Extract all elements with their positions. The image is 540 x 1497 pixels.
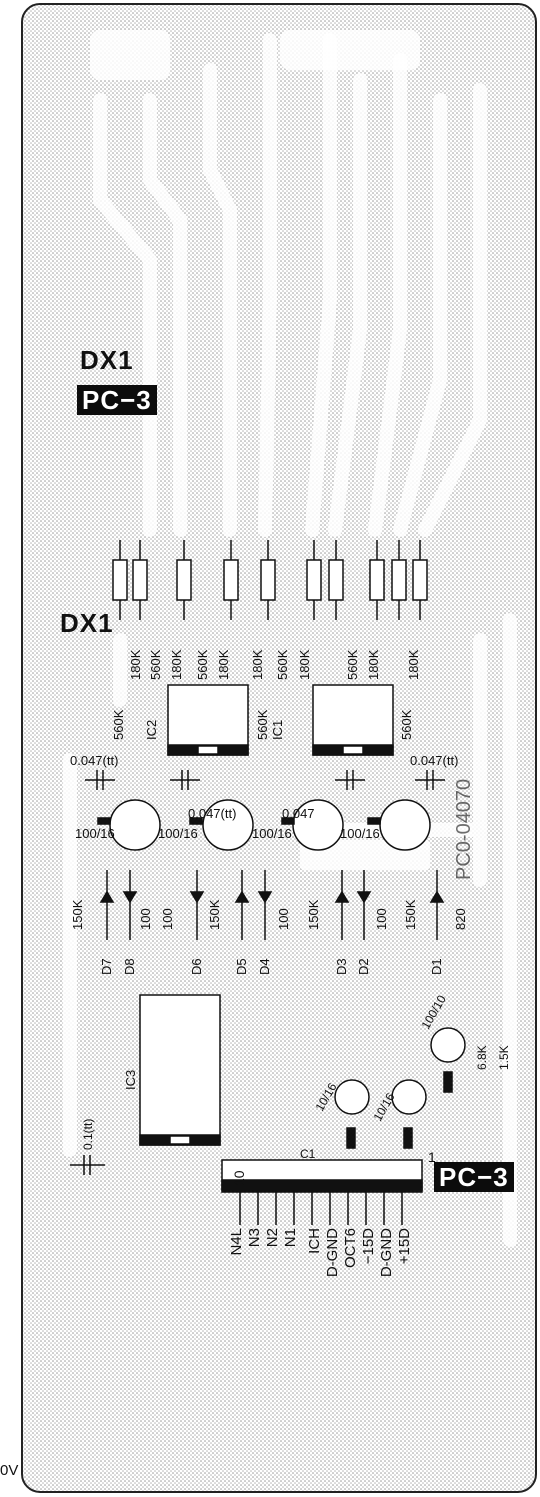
cap-value: 0.047(tt) (70, 753, 118, 768)
cap-value: 0.047 (282, 806, 315, 821)
electrolytic-capacitors (97, 799, 431, 851)
bottom-electrolytic-capacitors (334, 1027, 466, 1149)
diode-label: D8 (122, 958, 137, 975)
ic3-label: IC3 (123, 1070, 138, 1090)
r-value: 180K (216, 649, 231, 680)
ic1-package (312, 684, 394, 756)
r-value: 180K (406, 649, 421, 680)
diode-label: D3 (334, 958, 349, 975)
dx1-mid-label: DX1 (60, 608, 114, 638)
connector-c1 (221, 1159, 423, 1225)
r-value: 560K (275, 649, 290, 680)
pc3-top-label: PC−3 (77, 385, 157, 415)
diodes (99, 870, 445, 940)
pin-label-plus-15d: +15D (396, 1228, 413, 1265)
r-value: 100 (374, 908, 389, 930)
pin-label-n3: N3 (246, 1228, 263, 1248)
r-value: 180K (366, 649, 381, 680)
copper-traces (63, 33, 517, 1247)
board-code: PC0-04070 (453, 779, 475, 880)
diode-labels: D7 D8 D6 D5 D4 D3 D2 D1 (99, 958, 444, 975)
ic2-package (167, 684, 249, 756)
r-value: 150K (207, 899, 222, 930)
film-capacitor-0-1 (70, 1155, 105, 1175)
ic1-label: IC1 (270, 720, 285, 740)
r-value: 560K (195, 649, 210, 680)
resistor-array (112, 540, 428, 620)
ic2-label: IC2 (144, 720, 159, 740)
ic3-package (139, 994, 221, 1146)
r-value: 560K (255, 709, 270, 740)
diode-label: D7 (99, 958, 114, 975)
r-value: 150K (306, 899, 321, 930)
r-value: 150K (403, 899, 418, 930)
r-value: 560K (148, 649, 163, 680)
capacitor-values: 0.047(tt) 0.047(tt) 0.047 0.047(tt) 100/… (70, 753, 458, 841)
pc3-bottom-label: PC−3 (434, 1162, 514, 1192)
r-value: 100 (276, 908, 291, 930)
lower-values: 150K 100 100 150K 100 150K 100 150K 820 (70, 899, 468, 930)
r-value: 560K (111, 709, 126, 740)
pin-label-d-gnd-2: D-GND (378, 1228, 395, 1278)
r-value: 560K (345, 649, 360, 680)
r-value: 6.8K (475, 1045, 489, 1070)
cap-value: 0.1(tt) (81, 1119, 95, 1150)
pin-label-ich: ICH (306, 1228, 323, 1254)
pin-10-label: 10 (231, 1170, 247, 1186)
cap-value: 100/16 (158, 826, 198, 841)
r-value: 180K (128, 649, 143, 680)
pin-label-n4l: N4L (228, 1228, 245, 1256)
cap-value: 0.047(tt) (188, 806, 236, 821)
diode-label: D6 (189, 958, 204, 975)
diode-label: D2 (356, 958, 371, 975)
r-value: 180K (169, 649, 184, 680)
cap-value: 100/16 (252, 826, 292, 841)
r-value: 560K (399, 709, 414, 740)
diode-label: D1 (429, 958, 444, 975)
diode-label: D4 (257, 958, 272, 975)
resistor-values: 180K 560K 180K 560K 180K 180K 560K 180K … (111, 649, 421, 1090)
r-value: 150K (70, 899, 85, 930)
r-value: 180K (297, 649, 312, 680)
pin-label-n1: N1 (282, 1228, 299, 1248)
c1-label: C1 (300, 1147, 316, 1161)
pin-label-minus-15d: −15D (360, 1228, 377, 1265)
cap-value: 100/16 (340, 826, 380, 841)
r-value: 100 (138, 908, 153, 930)
pin-label-n2: N2 (264, 1228, 281, 1248)
r-value: 820 (453, 908, 468, 930)
pin-label-d-gnd-1: D-GND (324, 1228, 341, 1278)
pin-1-label: 1 (428, 1149, 436, 1165)
diode-label: D5 (234, 958, 249, 975)
dx1-top-label: DX1 (80, 345, 134, 375)
film-capacitors (85, 770, 445, 790)
pin-label-oct6: OCT6 (342, 1228, 359, 1269)
r-value: 180K (250, 649, 265, 680)
cap-value: 0.047(tt) (410, 753, 458, 768)
r-value: 1.5K (497, 1045, 511, 1070)
cap-value: 100/16 (75, 826, 115, 841)
r-value: 100 (160, 908, 175, 930)
edge-label-0v: 0V (0, 1462, 19, 1479)
